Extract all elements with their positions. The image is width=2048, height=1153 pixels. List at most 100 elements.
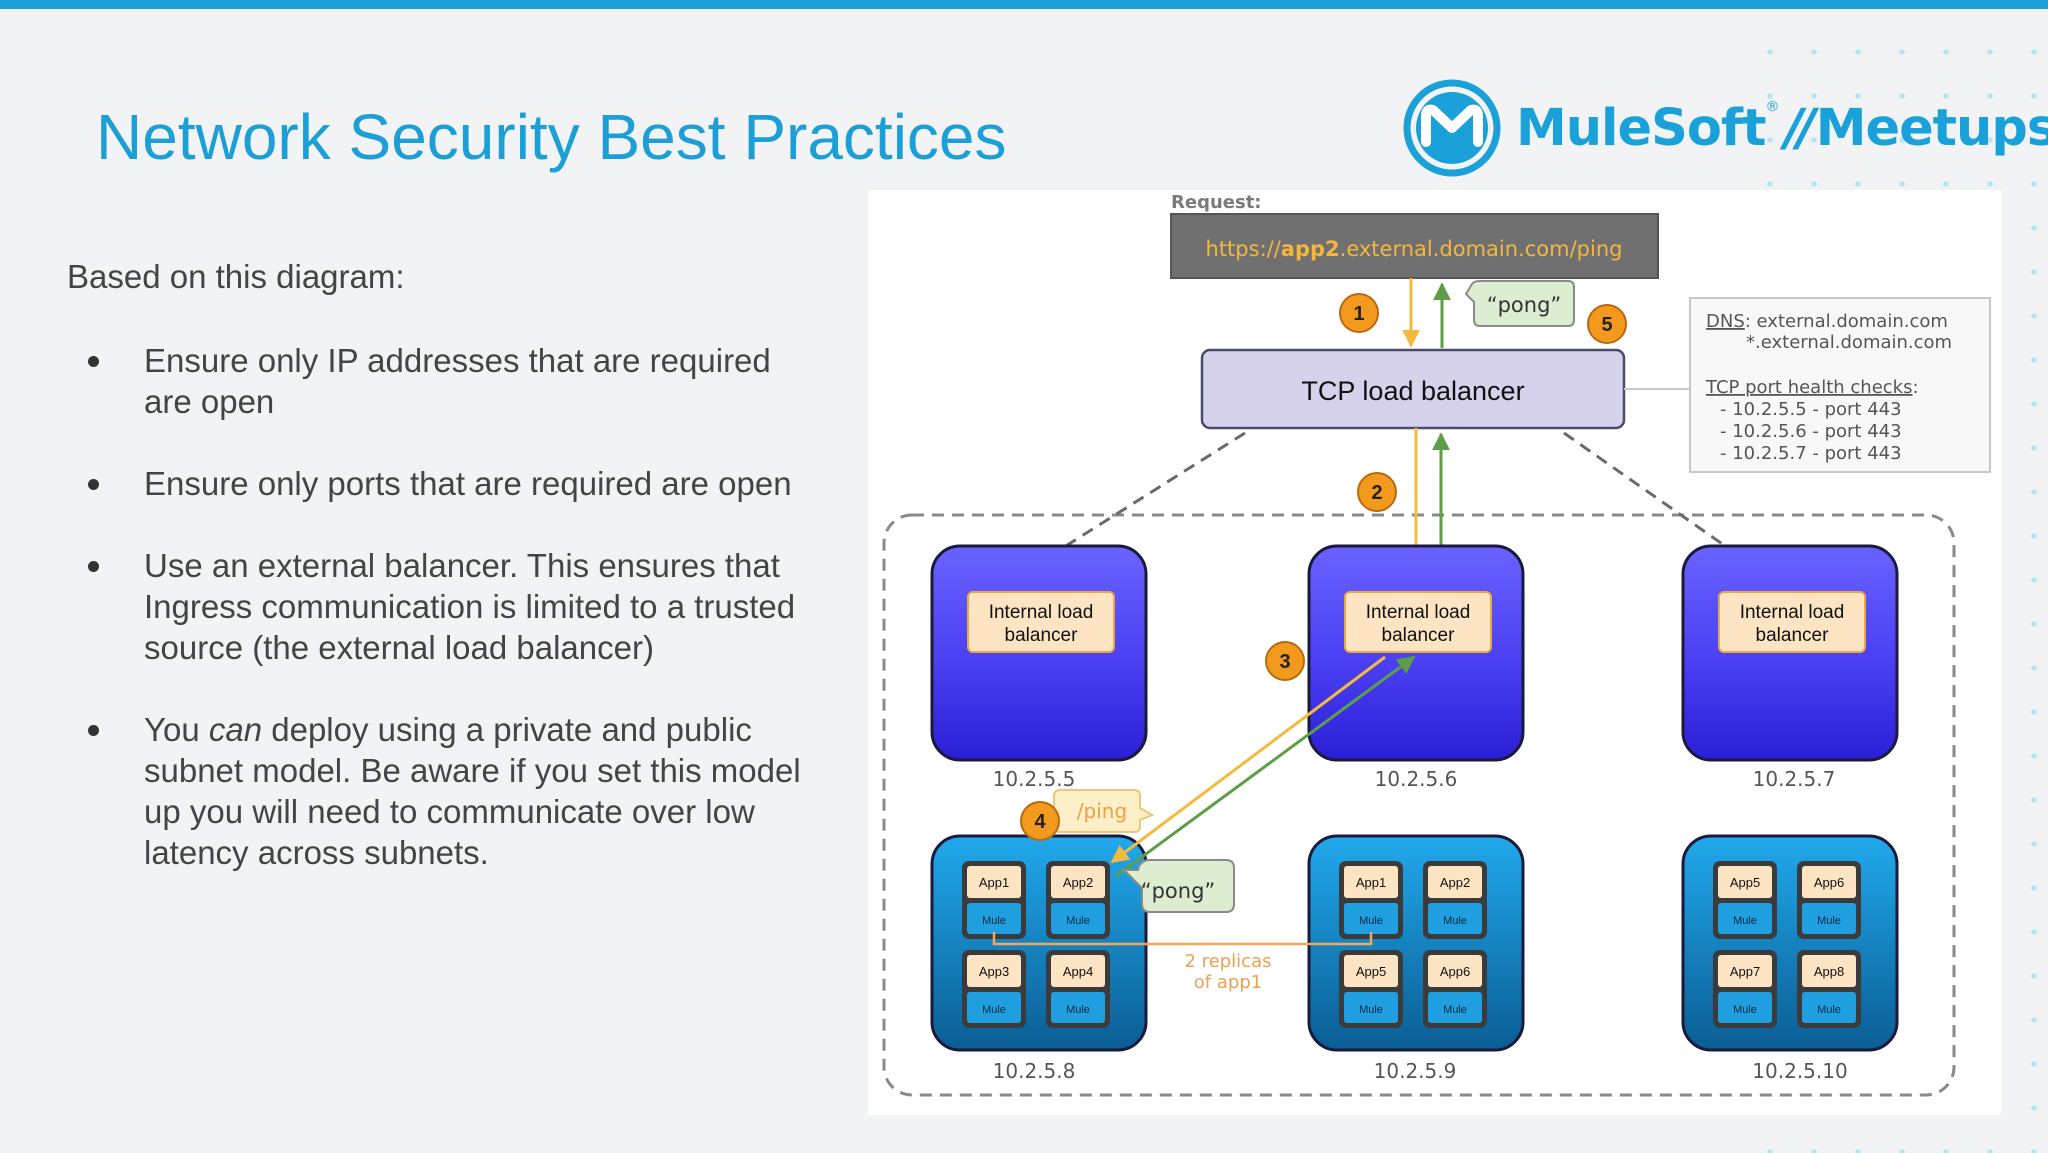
app-container: App3 Mule [962, 950, 1026, 1028]
internal-lb-label: Internal load [989, 602, 1094, 623]
dns-wildcard-line: *.external.domain.com [1746, 332, 1952, 353]
step-number: 2 [1371, 482, 1382, 504]
app-container: App7 Mule [1713, 950, 1777, 1028]
internal-lb-box [967, 591, 1115, 653]
request-url-box [1170, 213, 1659, 279]
step-number: 1 [1353, 303, 1364, 325]
mule-runtime-label: Mule [1733, 915, 1757, 927]
dns-info-box [1689, 297, 1991, 473]
bullet-text: Ensure only ports that are required are … [144, 465, 792, 502]
response-arrow [1115, 655, 1416, 878]
pong-label: “pong” [1141, 879, 1216, 903]
step-badge: 5 [1587, 304, 1627, 344]
mule-runtime-label: Mule [1817, 1004, 1841, 1016]
app-container: App1 Mule [962, 861, 1026, 939]
internal-lb-label: Internal load [1740, 602, 1845, 623]
mule-runtime-label: Mule [982, 1004, 1006, 1016]
mule-runtime-label: Mule [1817, 915, 1841, 927]
bullet-text: Ensure only IP addresses that are requir… [144, 342, 771, 420]
network-diagram: Request: https://app2.external.domain.co… [868, 190, 2001, 1115]
internal-lb-label: balancer [1005, 625, 1079, 646]
internal-lb-box [1718, 591, 1866, 653]
app-label: App6 [1814, 875, 1844, 890]
mule-runtime-label: Mule [1443, 1004, 1467, 1016]
cluster-boundary [882, 513, 1956, 1097]
step-badge: 3 [1265, 641, 1305, 681]
step-number: 3 [1279, 651, 1290, 673]
mule-runtime-label: Mule [1443, 915, 1467, 927]
app-label: App1 [979, 875, 1009, 890]
dns-line: DNS: external.domain.com [1706, 311, 1948, 332]
mule-runtime-label: Mule [1359, 915, 1383, 927]
mulesoft-meetups-logo: MuleSoft® //Meetups [1402, 78, 2048, 178]
app-container: App2 Mule [1046, 861, 1110, 939]
app-label: App8 [1814, 964, 1844, 979]
app-container: App1 Mule [1339, 861, 1403, 939]
replica-connector [992, 932, 1373, 946]
intro-text: Based on this diagram: [67, 258, 405, 295]
internal-lb-label: balancer [1382, 625, 1456, 646]
logo-wordmark: MuleSoft® //Meetups [1516, 99, 2048, 158]
app-label: App4 [1063, 964, 1093, 979]
logo-meetups-text: Meetups [1815, 98, 2048, 158]
top-accent-bar [0, 0, 2048, 9]
request-arrow [1110, 655, 1386, 864]
slide-title: Network Security Best Practices [96, 101, 1007, 173]
node-ip-label: 10.2.5.10 [1752, 1059, 1847, 1083]
node-ip-label: 10.2.5.9 [1374, 1059, 1457, 1083]
bullet-emphasis: can [208, 711, 263, 748]
node-ip-label: 10.2.5.7 [1753, 767, 1836, 791]
bullet-item: Use an external balancer. This ensures t… [84, 545, 804, 668]
bullet-item: Ensure only IP addresses that are requir… [84, 340, 804, 422]
ping-label: /ping [1077, 799, 1127, 823]
app-container: App5 Mule [1713, 861, 1777, 939]
node-ip-label: 10.2.5.8 [993, 1059, 1076, 1083]
ping-bubble [1053, 789, 1155, 833]
node-ip-label: 10.2.5.5 [993, 767, 1076, 791]
step-number: 5 [1601, 314, 1612, 336]
app-label: App5 [1356, 964, 1386, 979]
health-check-line: - 10.2.5.7 - port 443 [1720, 443, 1902, 464]
step-badge: 2 [1357, 472, 1397, 512]
app-container: App8 Mule [1797, 950, 1861, 1028]
app-label: App3 [979, 964, 1009, 979]
app-container: App4 Mule [1046, 950, 1110, 1028]
logo-registered-mark: ® [1765, 98, 1779, 115]
request-url: https://app2.external.domain.com/ping [1206, 237, 1623, 261]
replicas-note: of app1 [1194, 972, 1262, 993]
app-container: App6 Mule [1797, 861, 1861, 939]
tcp-load-balancer-label: TCP load balancer [1301, 376, 1524, 406]
pong-bubble [1464, 280, 1575, 327]
mule-runtime-label: Mule [1066, 915, 1090, 927]
request-label: Request: [1171, 192, 1262, 213]
internal-lb-box [1344, 591, 1492, 653]
internal-lb-label: Internal load [1366, 602, 1471, 623]
mule-runtime-label: Mule [1359, 1004, 1383, 1016]
bullet-text: deploy using a private and public subnet… [144, 711, 801, 871]
mulesoft-logo-icon [1403, 79, 1501, 177]
network-diagram-svg: Request: https://app2.external.domain.co… [882, 192, 1991, 1097]
app-label: App2 [1440, 875, 1470, 890]
app-container: App2 Mule [1423, 861, 1487, 939]
bullet-item: You can deploy using a private and publi… [84, 709, 804, 873]
replicas-note: 2 replicas [1185, 951, 1272, 972]
bullet-text: You [144, 711, 209, 748]
app-container: App5 Mule [1339, 950, 1403, 1028]
app-label: App2 [1063, 875, 1093, 890]
bullet-text: Use an external balancer. This ensures t… [144, 547, 796, 666]
logo-brand-text: MuleSoft [1516, 98, 1766, 158]
step-badge: 4 [1020, 801, 1060, 841]
logo-separator: // [1784, 98, 1815, 158]
app-label: App1 [1356, 875, 1386, 890]
app-container: App6 Mule [1423, 950, 1487, 1028]
health-check-line: - 10.2.5.6 - port 443 [1720, 421, 1902, 442]
mule-runtime-label: Mule [1733, 1004, 1757, 1016]
health-checks-title: TCP port health checks: [1705, 377, 1919, 398]
best-practices-list: Ensure only IP addresses that are requir… [84, 340, 804, 914]
app-label: App7 [1730, 964, 1760, 979]
bullet-item: Ensure only ports that are required are … [84, 463, 804, 504]
pong-label: “pong” [1487, 293, 1562, 317]
step-badge: 1 [1339, 293, 1379, 333]
step-number: 4 [1034, 811, 1046, 833]
node-ip-label: 10.2.5.6 [1375, 767, 1458, 791]
